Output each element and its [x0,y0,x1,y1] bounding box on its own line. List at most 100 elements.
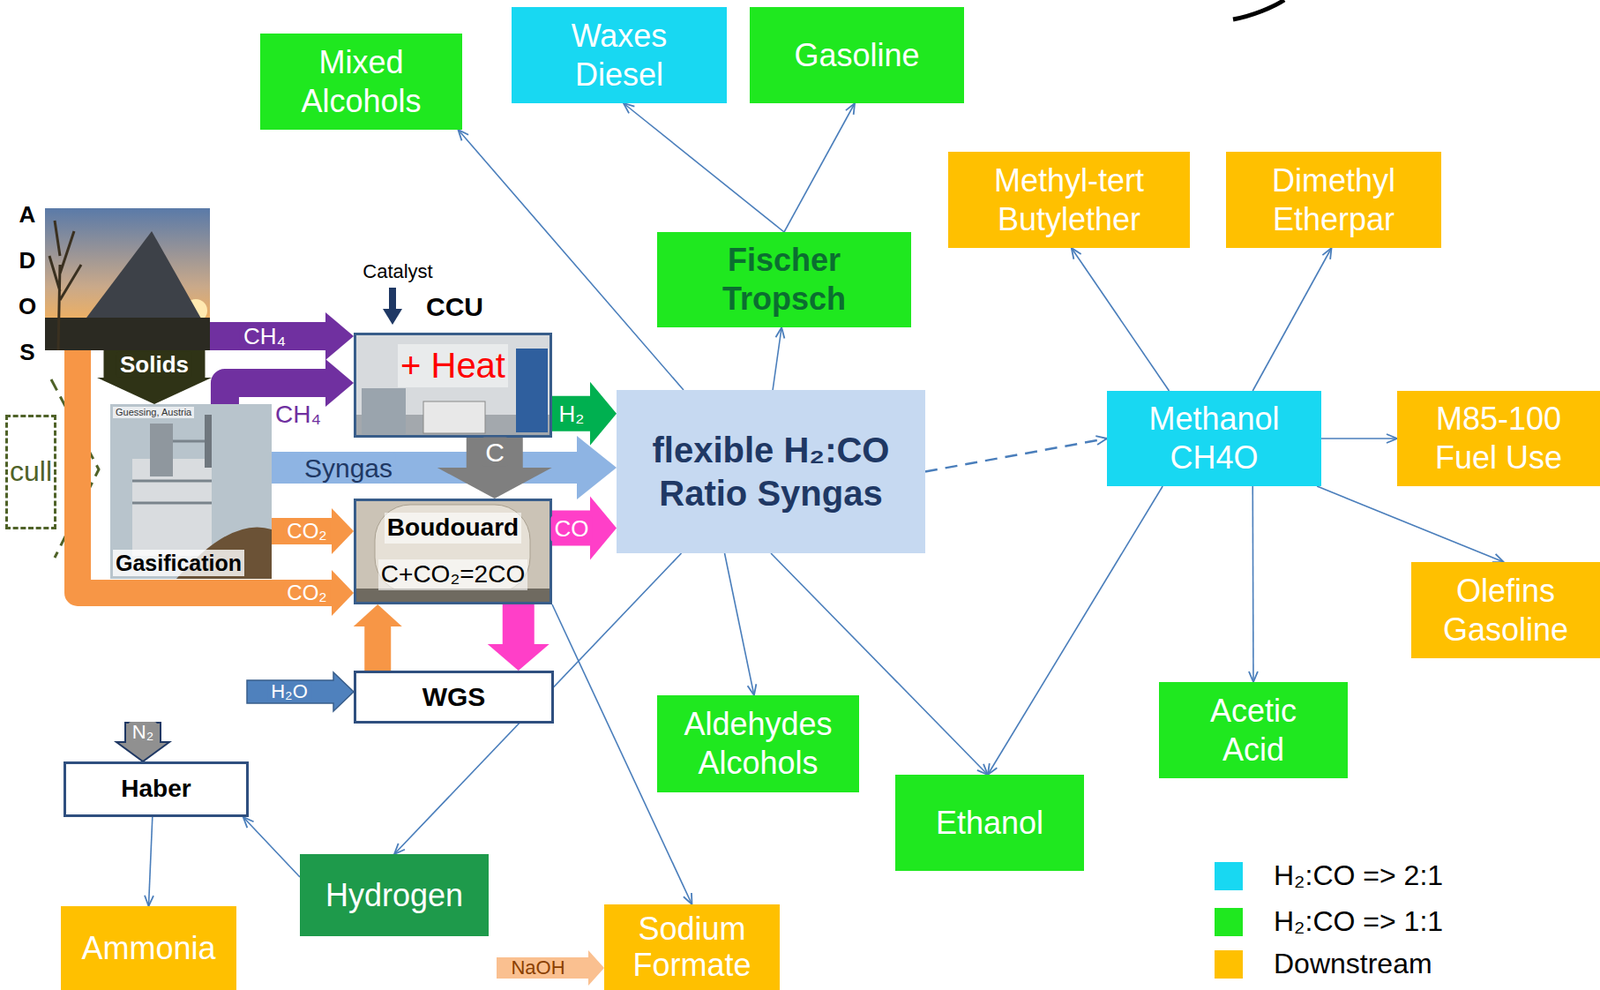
product-box: Hydrogen [299,853,489,936]
product-arrow [1321,437,1398,440]
naoh-feed-arrow [496,949,605,986]
box-text: WGS [422,680,486,714]
feed-label: H₂O [267,680,312,703]
downstream-box: Ammonia [60,905,237,990]
box-text: Haber [120,773,191,804]
downstream-box: M85-100 Fuel Use [1397,390,1600,486]
product-box: Aldehydes Alcohols [657,695,860,793]
box-text: Ammonia [81,928,216,968]
product-arrow [1252,247,1331,391]
stream-label: CO₂ [283,519,330,543]
photo-vessel [423,401,486,434]
photo-cabinet [515,348,548,433]
biogas-plant-photo [44,208,210,351]
downstream-box: Methyl-tert Butylether [948,151,1190,248]
box-text: Methanol CH4O [1130,399,1299,478]
plant-pipes [132,441,212,503]
box-text: Waxes Diesel [539,16,699,95]
heat-label: + Heat [397,343,509,388]
product-box: Ethanol [895,774,1085,871]
photo-wall [353,498,553,605]
photo-machine [361,388,406,434]
logo-swoosh [1233,0,1285,20]
stream-arrow [103,350,205,378]
plant-chimney [204,414,212,468]
box-text: Dimethyl Etherpar [1245,161,1422,240]
unit-heading: CCU [426,291,484,324]
product-arrow [1071,247,1170,391]
box-text: Gasoline [793,36,920,75]
box-text: Ethanol [935,803,1044,843]
stream-arrow [77,350,332,593]
feed-label: NaOH [507,957,569,979]
product-arrow [925,438,1107,472]
legend-swatch [1214,861,1243,890]
stream-label: H₂ [555,401,589,427]
unit-heading: Boudouard [384,512,522,543]
stream-label: CO₂ [283,581,330,605]
box-text: Sodium Formate [617,911,768,983]
box-text: Mixed Alcohols [273,43,450,121]
stream-label: Solids [116,351,193,378]
product-box: Acetic Acid [1158,681,1348,778]
plant-tower [149,423,173,477]
ccu-unit-photo: CCU+ Heat [353,332,553,438]
stream-arrow [364,626,391,671]
box-text: Aldehydes Alcohols [674,704,843,783]
syngas-hub: flexible H₂:CO Ratio Syngas [616,389,926,554]
reaction-equation: C+CO₂=2CO [378,559,528,590]
stream-arrow [209,321,326,351]
box-text: flexible H₂:CO Ratio Syngas [629,428,913,516]
product-arrow [772,327,782,390]
box-text: Hydrogen [325,875,464,915]
stream-arrow [466,437,524,468]
process-box: Haber [63,761,249,817]
product-arrow [784,103,855,232]
photo-sky [44,208,210,351]
product-arrow [243,816,300,877]
process-box: Fischer Tropsch [657,231,912,328]
region-label: cull [9,454,53,489]
water-feed-arrow [246,672,354,711]
product-box: Mixed Alcohols [260,33,463,130]
stream-arrow [271,517,332,545]
stream-label: Syngas [300,453,397,483]
box-text: Olefins Gasoline [1430,571,1581,650]
box-text: Fischer Tropsch [695,240,873,319]
feed-label: N₂ [128,721,158,743]
stream-arrow [271,451,577,484]
unit-caption: Gasification [112,549,245,577]
gasifier-photo [110,403,272,579]
photo-sky [110,403,272,579]
biogas-plant-photo: ADOS [44,208,210,351]
reactor-photo: BoudouardC+CO₂=2CO [353,498,553,605]
catalyst-arrow [382,287,403,325]
legend-text: H₂:CO => 1:1 [1273,905,1443,937]
boudouard-reactor-photo [353,498,553,605]
legend-swatch [1214,907,1243,936]
downstream-box: Dimethyl Etherpar [1226,151,1442,248]
catalyst-label: Catalyst [358,261,436,283]
box-text: M85-100 Fuel Use [1419,399,1578,478]
legend-text: H₂:CO => 2:1 [1273,859,1443,891]
stream-label: CO [551,515,593,542]
legend-swatch [1214,949,1243,979]
arrow-body [388,287,397,311]
box-text: Methyl-tert Butylether [958,161,1180,240]
product-arrow [149,816,153,906]
product-box: Gasoline [749,7,965,104]
reactor-vessel [374,504,531,593]
stream-label: CH₄ [239,323,290,350]
photo-wall [353,332,553,438]
photo-credit: Guessing, Austria [112,406,195,419]
product-arrow [1316,485,1504,562]
photo-ground [44,317,210,351]
product-box: Methanol CH4O [1106,390,1322,486]
photo-tree [49,220,82,351]
stream-label: CH₄ [271,401,325,429]
product-arrow [623,103,785,232]
stream-arrow [502,604,535,644]
arrow-head [382,308,403,325]
stream-arrow [552,396,591,432]
process-box: WGS [353,670,554,724]
